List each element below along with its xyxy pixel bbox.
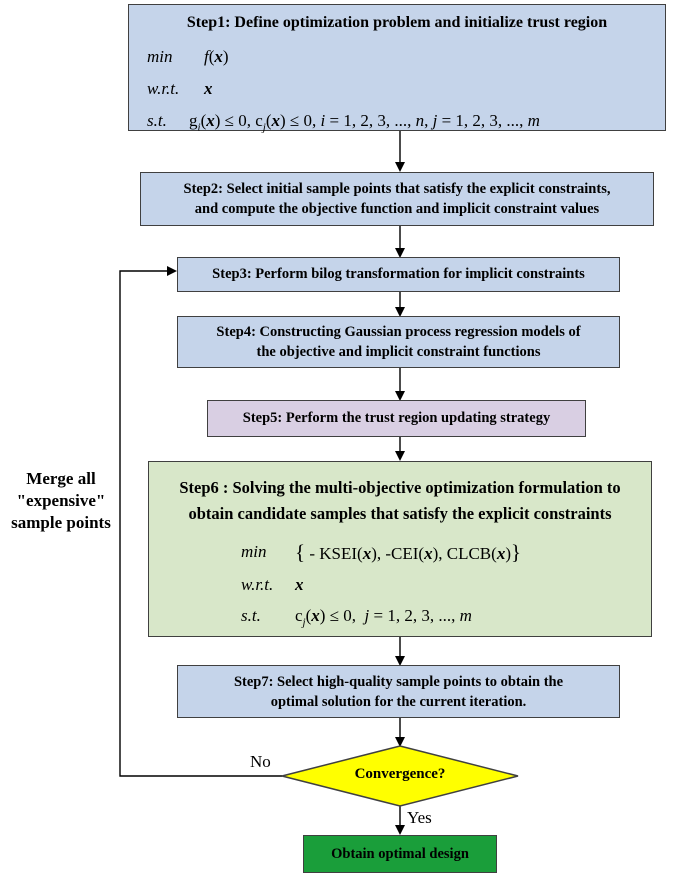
step4-line1: Step4: Constructing Gaussian process reg… bbox=[216, 324, 581, 340]
step7-box: Step7: Select high-quality sample points… bbox=[177, 665, 620, 718]
step6-st-label: s.t. bbox=[241, 606, 261, 625]
step2-line1: Step2: Select initial sample points that… bbox=[183, 181, 611, 197]
final-label: Obtain optimal design bbox=[331, 846, 469, 862]
step3-line1: Step3: Perform bilog transformation for … bbox=[212, 266, 585, 282]
step6-wrt-var: x bbox=[295, 575, 304, 594]
edge-no-label: No bbox=[250, 752, 271, 771]
step6-constraints: cj(x) ≤ 0, j = 1, 2, 3, ..., m bbox=[295, 606, 472, 629]
loop-label-line2: "expensive" bbox=[16, 491, 106, 510]
edge-yes-label: Yes bbox=[407, 808, 432, 827]
step4-line2: the objective and implicit constraint fu… bbox=[256, 344, 541, 360]
step1-title: Step1: Define optimization problem and i… bbox=[186, 14, 608, 31]
step4-box: Step4: Constructing Gaussian process reg… bbox=[177, 316, 620, 368]
step5-line1: Step5: Perform the trust region updating… bbox=[242, 410, 551, 426]
loop-label: Merge all "expensive" sample points bbox=[0, 468, 122, 534]
step6-line2: obtain candidate samples that satisfy th… bbox=[188, 504, 612, 523]
step1-wrt-var: x bbox=[204, 79, 213, 98]
loop-back-line bbox=[119, 266, 282, 777]
step1-box: Step1: Define optimization problem and i… bbox=[128, 4, 666, 134]
step7-line2: optimal solution for the current iterati… bbox=[270, 694, 527, 710]
step6-min-label: min bbox=[241, 542, 267, 561]
loop-label-line3: sample points bbox=[11, 513, 111, 532]
step2-box: Step2: Select initial sample points that… bbox=[140, 172, 654, 226]
step1-objective: f(x) bbox=[204, 47, 229, 66]
step6-wrt-label: w.r.t. bbox=[241, 575, 274, 594]
decision-label: Convergence? bbox=[354, 766, 446, 782]
loop-label-line1: Merge all bbox=[26, 469, 96, 488]
step1-constraints: gi(x) ≤ 0, cj(x) ≤ 0, i = 1, 2, 3, ..., … bbox=[189, 111, 540, 134]
step7-line1: Step7: Select high-quality sample points… bbox=[233, 674, 564, 690]
step6-objective: { - KSEI(x), -CEI(x), CLCB(x)} bbox=[295, 540, 522, 564]
final-box: Obtain optimal design bbox=[303, 835, 497, 873]
step1-st-label: s.t. bbox=[147, 111, 167, 130]
step6-line1: Step6 : Solving the multi-objective opti… bbox=[179, 478, 621, 497]
step5-box: Step5: Perform the trust region updating… bbox=[207, 400, 586, 437]
step6-box: Step6 : Solving the multi-objective opti… bbox=[148, 461, 652, 637]
step1-min-label: min bbox=[147, 47, 173, 66]
step1-wrt-label: w.r.t. bbox=[147, 79, 180, 98]
decision-diamond bbox=[281, 745, 519, 807]
step3-box: Step3: Perform bilog transformation for … bbox=[177, 257, 620, 292]
step2-line2: and compute the objective function and i… bbox=[194, 201, 600, 217]
